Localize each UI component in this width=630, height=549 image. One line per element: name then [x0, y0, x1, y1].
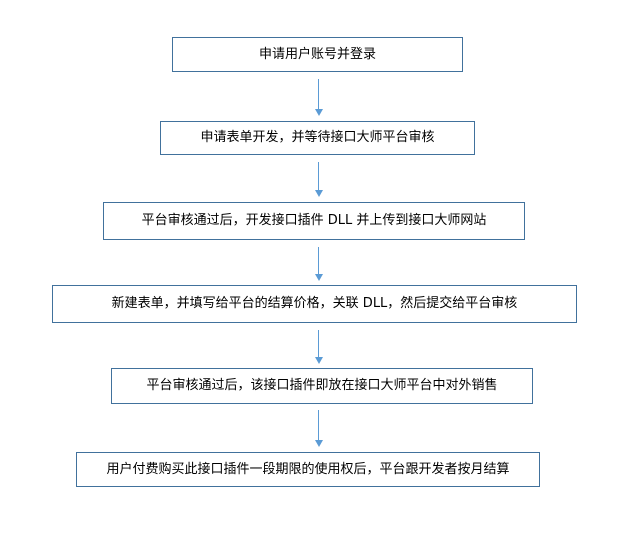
flow-node-label: 申请表单开发，并等待接口大师平台审核 — [200, 130, 435, 146]
arrow-down-icon — [314, 247, 323, 281]
arrow-shaft — [317, 410, 320, 440]
arrow-down-icon — [314, 410, 323, 447]
flow-node-monthly-settlement: 用户付费购买此接口插件一段期限的使用权后，平台跟开发者按月结算 — [76, 452, 540, 487]
flow-node-label: 平台审核通过后，该接口插件即放在接口大师平台中对外销售 — [146, 378, 498, 394]
flow-node-develop-dll: 平台审核通过后，开发接口插件 DLL 并上传到接口大师网站 — [103, 202, 525, 240]
arrow-shaft — [317, 247, 320, 274]
flow-node-label: 申请用户账号并登录 — [258, 46, 376, 62]
arrow-head — [314, 357, 323, 364]
arrow-down-icon — [314, 162, 323, 197]
arrow-down-icon — [314, 79, 323, 116]
arrow-head — [314, 440, 323, 447]
flow-node-label: 用户付费购买此接口插件一段期限的使用权后，平台跟开发者按月结算 — [106, 461, 510, 477]
arrow-head — [314, 190, 323, 197]
arrow-shaft — [317, 330, 320, 357]
flow-node-apply-form-dev: 申请表单开发，并等待接口大师平台审核 — [160, 121, 475, 155]
arrow-shaft — [317, 79, 320, 109]
flow-node-apply-account: 申请用户账号并登录 — [172, 37, 463, 72]
flow-node-label: 新建表单，并填写给平台的结算价格，关联 DLL，然后提交给平台审核 — [111, 296, 518, 312]
flow-node-create-form-submit: 新建表单，并填写给平台的结算价格，关联 DLL，然后提交给平台审核 — [52, 285, 577, 323]
arrow-shaft — [317, 162, 320, 190]
flow-node-plugin-on-sale: 平台审核通过后，该接口插件即放在接口大师平台中对外销售 — [111, 368, 533, 404]
arrow-head — [314, 109, 323, 116]
flow-node-label: 平台审核通过后，开发接口插件 DLL 并上传到接口大师网站 — [141, 213, 487, 229]
arrow-head — [314, 274, 323, 281]
arrow-down-icon — [314, 330, 323, 364]
